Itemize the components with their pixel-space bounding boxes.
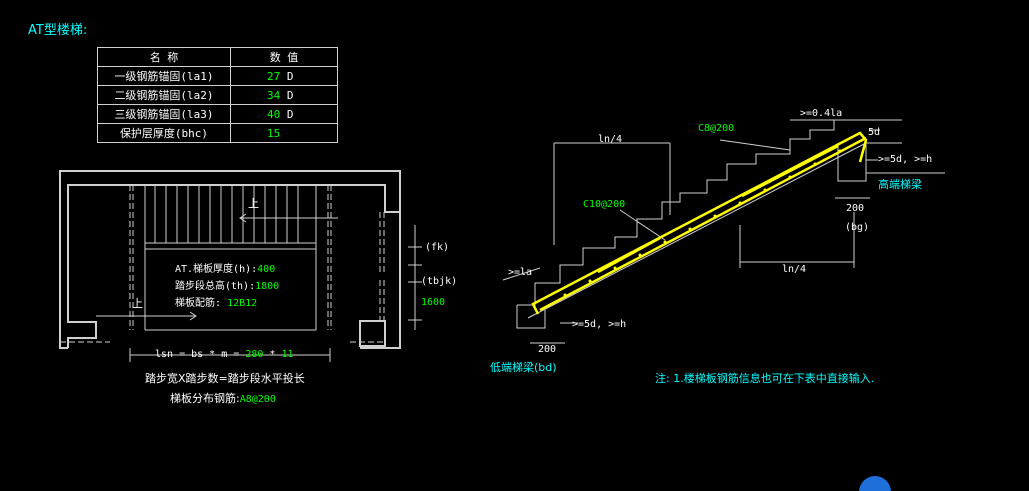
thickness-row: AT.梯板厚度(h):400 — [175, 265, 275, 275]
thickness-label: AT.梯板厚度(h): — [175, 264, 258, 275]
plan-walls — [59, 170, 401, 349]
low-beam-width: 200 — [538, 344, 557, 355]
ge5d-h-top-label: >=5d, >=h — [878, 154, 933, 165]
lsn-m-value[interactable]: 11 — [281, 349, 294, 360]
row-value[interactable]: 34 — [267, 88, 281, 102]
height-value[interactable]: 1800 — [255, 281, 280, 292]
five-d-label: 5d — [868, 127, 881, 138]
high-beam-width: 200 — [846, 203, 865, 214]
column-header-value: 数 值 — [230, 47, 338, 67]
page-title: AT型楼梯: — [28, 23, 88, 38]
low-beam-label: 低端梯梁(bd) — [490, 361, 557, 374]
row-unit: D — [286, 107, 294, 121]
table-row[interactable]: 三级钢筋锚固(la3) 40 D — [97, 104, 338, 124]
plan-dashed-lines — [60, 185, 385, 343]
up-label: 上 — [248, 197, 259, 210]
fk-label: (fk) — [425, 242, 450, 253]
rebar-row: 梯板配筋: 12B12 — [175, 299, 257, 309]
bg-label: (bg) — [845, 222, 870, 233]
c10-rebar-label: C10@200 — [583, 199, 626, 210]
c8-rebar-label: C8@200 — [698, 123, 735, 134]
rebar-label: 梯板配筋: — [175, 298, 222, 309]
ln4-bottom-label: ln/4 — [782, 264, 807, 275]
note-text: 注: 1.楼梯板钢筋信息也可在下表中直接输入. — [655, 372, 875, 385]
row-value-cell[interactable]: 15 — [230, 123, 338, 143]
assistant-float-button[interactable] — [859, 476, 891, 491]
row-name: 保护层厚度(bhc) — [97, 123, 231, 143]
row-value[interactable]: 40 — [267, 107, 281, 121]
distribution-row: 梯板分布钢筋:A8@200 — [170, 393, 276, 405]
lsn-star: * — [263, 349, 282, 360]
formula-text: 踏步宽X踏步数=踏步段水平投长 — [145, 372, 305, 385]
anchor-04la-label: >=0.4la — [800, 108, 843, 119]
row-value-cell[interactable]: 40 D — [230, 104, 338, 124]
tbjk-value[interactable]: 1600 — [421, 297, 446, 308]
rebar-value[interactable]: 12B12 — [227, 298, 258, 309]
row-value[interactable]: 27 — [267, 69, 281, 83]
lsn-formula: lsn = bs * m = 280 * 11 — [155, 350, 293, 360]
plan-steps — [96, 185, 338, 331]
section-rebars — [531, 131, 868, 315]
params-table: 名 称 数 值 一级钢筋锚固(la1) 27 D 二级钢筋锚固(la2) 34 … — [97, 47, 338, 143]
table-row[interactable]: 保护层厚度(bhc) 15 — [97, 123, 338, 143]
ge-la-label: >=la — [508, 267, 533, 278]
lsn-bs-value[interactable]: 280 — [245, 349, 264, 360]
distribution-value[interactable]: A8@200 — [239, 394, 276, 405]
up-label: 上 — [132, 297, 143, 310]
high-beam-label: 高端梯梁 — [878, 178, 922, 191]
section-rebar-dots — [563, 149, 842, 297]
ge5d-h-bottom-label: >=5d, >=h — [572, 319, 627, 330]
row-name: 三级钢筋锚固(la3) — [97, 104, 231, 124]
lsn-text: lsn = bs * m = — [155, 349, 246, 360]
thickness-value[interactable]: 400 — [257, 264, 276, 275]
distribution-label: 梯板分布钢筋: — [170, 392, 240, 405]
table-header-row: 名 称 数 值 — [97, 47, 338, 67]
tbjk-label: (tbjk) — [421, 276, 458, 287]
height-label: 踏步段总高(th): — [175, 281, 256, 292]
plan-dimension-lines — [129, 225, 422, 362]
row-name: 一级钢筋锚固(la1) — [97, 66, 231, 86]
ln4-top-label: ln/4 — [598, 134, 623, 145]
row-value[interactable]: 15 — [267, 126, 281, 140]
section-stair-outline — [502, 119, 945, 344]
row-unit: D — [286, 69, 294, 83]
height-row: 踏步段总高(th):1800 — [175, 282, 279, 292]
row-unit: D — [286, 88, 294, 102]
